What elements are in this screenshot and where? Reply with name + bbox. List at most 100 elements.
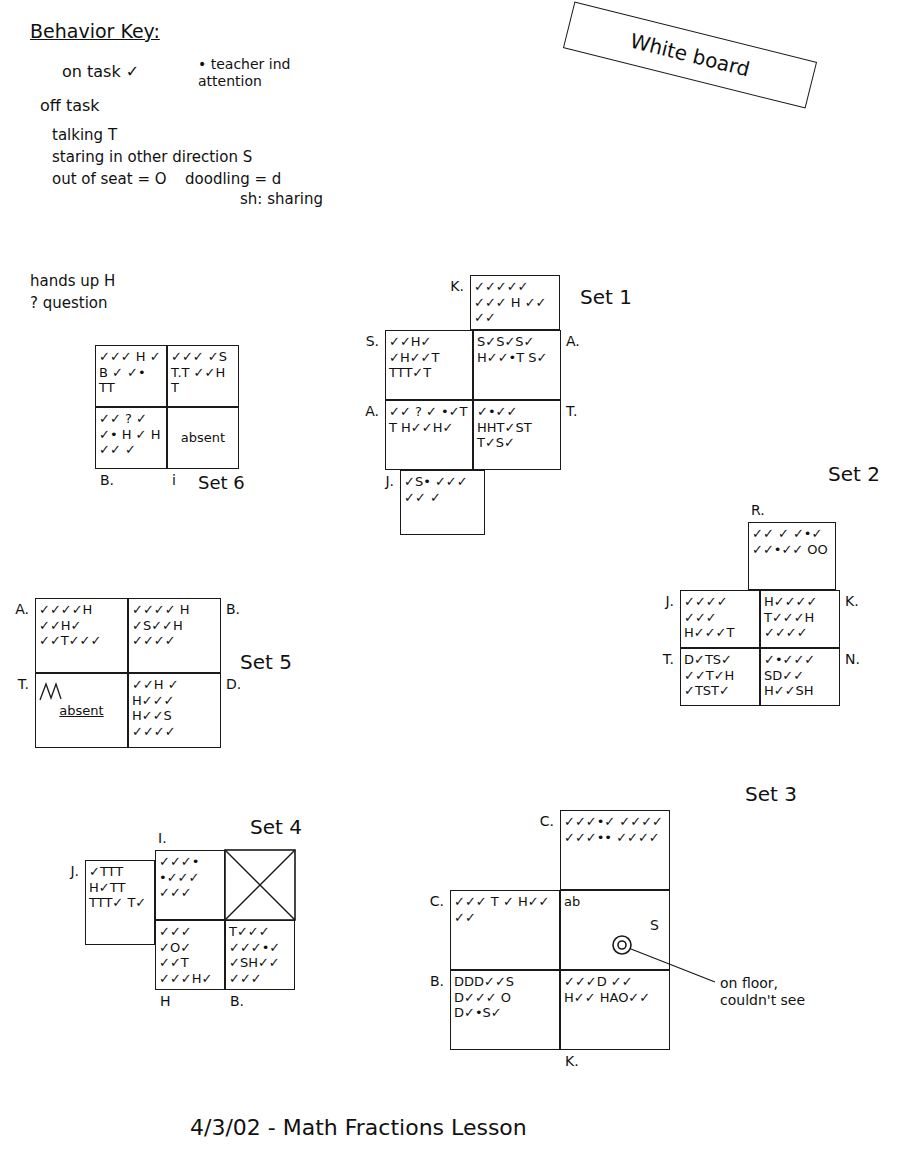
student-desk: K.✓✓✓D ✓✓ H✓✓ HAO✓✓ — [560, 970, 670, 1050]
student-initial: R. — [751, 502, 765, 519]
behavior-marks: ✓•✓✓ HHT✓ST T✓S✓ — [477, 404, 557, 451]
student-desk: ✓✓✓ ✓S T.T ✓✓H T — [167, 345, 239, 407]
student-desk: J.✓✓✓✓ ✓✓✓ H✓✓✓T — [680, 590, 760, 648]
student-initial: J. — [665, 593, 674, 610]
key-entry: • teacher ind attention — [198, 56, 298, 90]
whiteboard-label: White board — [628, 29, 752, 82]
student-initial: J. — [70, 863, 79, 880]
student-desk: K.H✓✓✓✓ T✓✓✓H ✓✓✓✓ — [760, 590, 840, 648]
student-desk: A.✓✓ ? ✓ •✓T T H✓✓H✓ — [385, 400, 473, 470]
behavior-marks: T✓✓✓ ✓✓✓•✓ ✓SH✓✓ ✓✓✓ — [229, 924, 291, 986]
student-initial: B. — [430, 973, 444, 990]
behavior-marks: ✓✓✓ T ✓ H✓✓ ✓✓ — [454, 894, 556, 925]
lesson-caption: 4/3/02 - Math Fractions Lesson — [190, 1115, 527, 1141]
student-desk: C.✓✓✓ T ✓ H✓✓ ✓✓ — [450, 890, 560, 970]
behavior-marks: ✓✓ ? ✓ •✓T T H✓✓H✓ — [389, 404, 469, 435]
set-label: Set 4 — [250, 815, 302, 839]
behavior-marks: D✓TS✓ ✓✓T✓H ✓TST✓ — [684, 652, 756, 699]
key-entry: off task — [40, 96, 100, 115]
cross-mark — [225, 850, 295, 920]
empty-desk-outline — [225, 850, 295, 920]
student-desk: J.✓TTT H✓TT TTT✓ T✓ — [85, 860, 155, 945]
student-desk: T.✓•✓✓ HHT✓ST T✓S✓ — [473, 400, 561, 470]
student-initial: i — [172, 472, 176, 489]
cross-mark — [225, 850, 295, 920]
student-initial: N. — [845, 651, 860, 668]
student-desk: B.✓✓ ? ✓ ✓• H ✓ H ✓✓ ✓ — [95, 407, 167, 469]
student-initial: B. — [100, 472, 114, 489]
student-desk: C.✓✓✓•✓ ✓✓✓✓ ✓✓✓•• ✓✓✓✓ — [560, 810, 670, 890]
student-desk: T.absent — [35, 673, 128, 748]
student-initial: T. — [18, 676, 29, 693]
set-label: Set 2 — [828, 462, 880, 486]
callout-note: on floor, couldn't see — [720, 975, 815, 1009]
student-initial: C. — [430, 893, 444, 910]
key-entry: hands up H — [30, 272, 115, 290]
student-initial: S — [650, 917, 659, 934]
student-initial: K. — [845, 593, 859, 610]
whiteboard: White board — [563, 1, 817, 108]
behavior-marks: ✓✓✓• •✓✓✓ ✓✓✓ — [159, 854, 221, 901]
behavior-marks: ✓✓H✓ ✓H✓✓T TTT✓T — [389, 334, 469, 381]
student-desk: I.✓✓✓• •✓✓✓ ✓✓✓ — [155, 850, 225, 920]
set-label: Set 5 — [240, 650, 292, 674]
student-initial: I. — [158, 830, 167, 847]
key-entry: staring in other direction S — [52, 148, 252, 166]
behavior-marks: ✓✓✓✓ ✓✓✓ H✓✓✓T — [684, 594, 756, 641]
student-initial: T. — [566, 403, 577, 420]
behavior-marks: DDD✓✓S D✓✓✓ O D✓•S✓ — [454, 974, 556, 1021]
student-desk: S.✓✓H✓ ✓H✓✓T TTT✓T — [385, 330, 473, 400]
leader-line — [631, 949, 715, 982]
behavior-marks: absent — [181, 430, 225, 446]
behavior-marks: ✓✓✓✓✓ ✓✓✓ H ✓✓ ✓✓ — [474, 279, 556, 326]
student-desk: T.D✓TS✓ ✓✓T✓H ✓TST✓ — [680, 648, 760, 706]
behavior-marks: ✓✓✓•✓ ✓✓✓✓ ✓✓✓•• ✓✓✓✓ — [564, 814, 666, 845]
student-desk: ✓✓✓ H ✓ B ✓ ✓• TT — [95, 345, 167, 407]
key-entry: talking T — [52, 126, 117, 144]
student-initial: C. — [540, 813, 554, 830]
key-entry: out of seat = O — [52, 170, 167, 188]
student-on-floor-mark — [618, 941, 626, 949]
behavior-marks: ✓✓✓ ✓O✓ ✓✓T ✓✓✓H✓ — [159, 924, 221, 986]
behavior-marks: H✓✓✓✓ T✓✓✓H ✓✓✓✓ — [764, 594, 836, 641]
scribble — [40, 684, 61, 700]
student-initial: A. — [15, 601, 29, 618]
student-on-floor-mark — [613, 936, 631, 954]
student-initial: T. — [663, 651, 674, 668]
student-initial: D. — [226, 676, 241, 693]
key-entry: doodling = d — [185, 170, 281, 188]
student-initial: S. — [366, 333, 379, 350]
behavior-marks: ✓✓ ✓ ✓•✓ ✓✓•✓✓ OO — [752, 526, 832, 557]
behavior-marks: ✓✓✓✓H ✓✓H✓ ✓✓T✓✓✓ — [39, 602, 124, 649]
student-desk: B.✓✓✓✓ H ✓S✓✓H ✓✓✓✓ — [128, 598, 221, 673]
student-desk: K.✓✓✓✓✓ ✓✓✓ H ✓✓ ✓✓ — [470, 275, 560, 330]
student-desk: B.DDD✓✓S D✓✓✓ O D✓•S✓ — [450, 970, 560, 1050]
student-desk: R.✓✓ ✓ ✓•✓ ✓✓•✓✓ OO — [748, 522, 836, 590]
student-initial: A. — [365, 403, 379, 420]
set-label: Set 1 — [580, 285, 632, 309]
student-desk: N.✓•✓✓✓ SD✓✓ H✓✓SH — [760, 648, 840, 706]
behavior-marks: ab — [564, 894, 666, 910]
behavior-marks: ✓✓✓✓ H ✓S✓✓H ✓✓✓✓ — [132, 602, 217, 649]
key-entry: ? question — [30, 294, 108, 312]
student-initial: H — [160, 993, 171, 1010]
key-entry: sh: sharing — [240, 190, 323, 208]
behavior-marks: S✓S✓S✓ H✓✓•T S✓ — [477, 334, 557, 365]
behavior-marks: ✓✓H ✓ H✓✓✓ H✓✓S ✓✓✓✓ — [132, 677, 217, 739]
student-initial: J. — [385, 473, 394, 490]
key-entry: on task ✓ — [62, 62, 139, 81]
behavior-marks: ✓S• ✓✓✓ ✓✓ ✓ — [404, 474, 481, 505]
behavior-marks: ✓✓ ? ✓ ✓• H ✓ H ✓✓ ✓ — [99, 411, 163, 458]
behavior-marks: ✓✓✓ ✓S T.T ✓✓H T — [171, 349, 235, 396]
student-desk: D.✓✓H ✓ H✓✓✓ H✓✓S ✓✓✓✓ — [128, 673, 221, 748]
student-initial: K. — [565, 1053, 579, 1070]
student-initial: K. — [450, 278, 464, 295]
student-desk: H✓✓✓ ✓O✓ ✓✓T ✓✓✓H✓ — [155, 920, 225, 990]
behavior-marks: ✓✓✓ H ✓ B ✓ ✓• TT — [99, 349, 163, 396]
student-desk: B.T✓✓✓ ✓✓✓•✓ ✓SH✓✓ ✓✓✓ — [225, 920, 295, 990]
student-desk: A.S✓S✓S✓ H✓✓•T S✓ — [473, 330, 561, 400]
behavior-marks: ✓•✓✓✓ SD✓✓ H✓✓SH — [764, 652, 836, 699]
student-desk: J.✓S• ✓✓✓ ✓✓ ✓ — [400, 470, 485, 535]
key-heading: Behavior Key: — [30, 20, 160, 43]
set-label: Set 6 — [198, 472, 245, 494]
